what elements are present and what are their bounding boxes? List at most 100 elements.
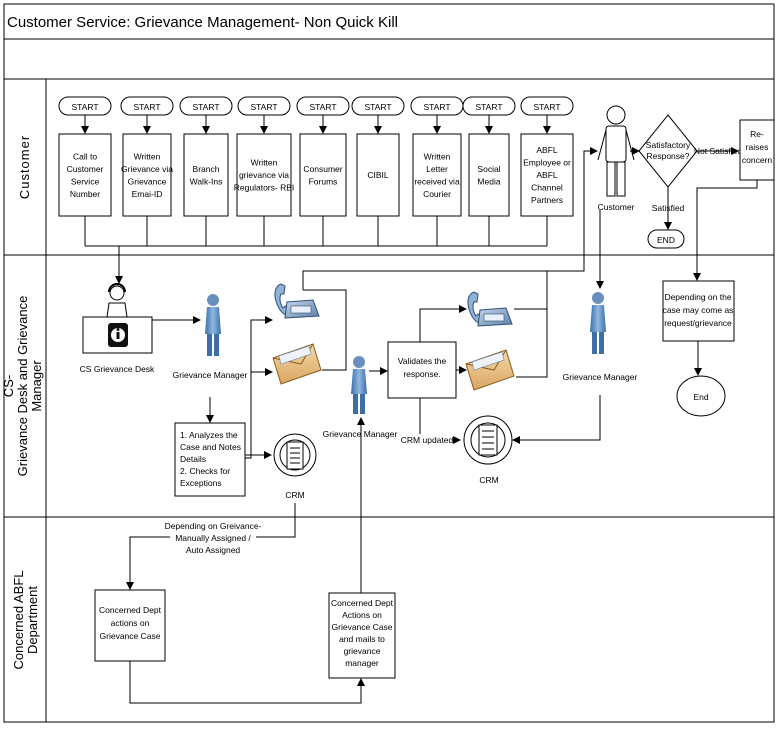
dept-action-box-1 [94,589,166,662]
channel-label-line: Channel [531,183,563,193]
assign-line2: Manually Assigned / [175,533,251,543]
mail-envelope-1-icon [272,343,322,385]
manager3-to-crm-arrow [512,395,601,444]
channel-label-line: Grievance via [121,164,173,174]
dept-action1-line2: actions on [111,618,150,628]
channel-box [412,133,462,217]
depending-case-line1: Depending on the [664,292,731,302]
channel-label-line: ABFL [536,145,558,155]
phone-to-customer-arrow [302,147,598,290]
channel-label-line: Employee or [523,158,571,168]
lane-label-cs: CS- Grievance Desk and Grievance Manager [1,296,44,477]
analyze-line1: 1. Analyzes the [180,430,238,440]
customer-label: Customer [598,202,635,212]
analyze-line4: 2. Checks for [180,466,230,476]
channel-label-line: Number [70,189,100,199]
dept-action1-line3: Grievance Case [100,631,161,641]
channel-box [299,133,347,217]
grievance-manager-1-icon [205,294,221,356]
assign-line1: Depending on Greivance- [165,521,262,531]
channel-label-line: Written [424,151,451,161]
dept1-to-dept2-arrow [129,661,365,704]
crm-updated-label: CRM updated [401,435,454,445]
start-label: START [71,102,98,112]
end-circle [676,375,726,417]
channel-label-line: Service [71,176,100,186]
channel-label-line: Forums [309,176,338,186]
analyze-line5: Exceptions [180,478,222,488]
dept-action2-line3: Grievance Case [332,622,393,632]
analyze-to-phone-arrow [245,316,273,459]
lane-label-dept: Concerned ABFL Department [11,570,40,669]
assign-line3: Auto Assigned [186,545,241,555]
dept-action2-line6: manager [345,658,379,668]
channel-box [520,133,574,217]
channel-label-line: CIBIL [367,170,389,180]
crm-database-2-icon [463,415,513,465]
channel-box [236,133,292,217]
analyze-case-box [174,422,246,497]
reraises-line1: Re- [750,129,764,139]
telephone-2-icon [467,291,513,327]
crm-database-1-icon [273,433,317,477]
customer-figure-icon [597,105,635,197]
validates-line2: response. [403,369,440,379]
analyze-line3: Details [180,454,206,464]
channel-label-line: Customer [67,164,104,174]
start-label: START [192,102,219,112]
phone2-to-customer-line [514,308,548,378]
grievance-manager-2-label: Grievance Manager [323,429,398,439]
channel-label-line: Courier [423,189,451,199]
end-terminator [647,229,685,249]
channel-label-line: Grievance [128,176,167,186]
info-kiosk-icon [108,323,128,347]
channel-label-line: Social [477,164,500,174]
end2-label: End [693,392,708,402]
lane-label-cs-line1: CS- [1,375,16,397]
analyze-line2: Case and Notes [180,442,241,452]
start-label: START [364,102,391,112]
dept-action-box-2 [328,592,396,679]
lane-label-cs-line2: Grievance Desk and Grievance [15,296,30,477]
dept-action2-line2: Actions on [342,610,382,620]
channel-box [58,133,112,217]
lane-label-cs-line3: Manager [29,360,44,412]
channel-box [356,133,400,217]
channel-label-line: received via [414,176,460,186]
start-label: START [250,102,277,112]
depending-case-line3: request/grievance [664,318,732,328]
channel-label-line: Consumer [303,164,342,174]
decision-line1: Satisfactory [646,140,691,150]
telephone-1-icon [274,283,320,319]
validates-to-crm-arrow [419,398,461,444]
grievance-manager-3-icon [590,292,606,354]
dept-action2-line1: Concerned Dept [331,598,394,608]
dept-action1-line1: Concerned Dept [99,605,162,615]
diagram-title: Customer Service: Grievance Management- … [7,14,398,31]
channel-label-line: Partners [531,195,563,205]
start-label: START [533,102,560,112]
reraises-line3: concern [742,155,773,165]
operator-headset-icon [106,283,128,318]
channel-label-line: Letter [426,164,448,174]
not-satisfied-label: Not Satisfied [694,146,742,156]
depending-case-line2: case may come as [663,305,734,315]
assign-label-backdrop [170,519,256,555]
reraises-line2: raises [746,142,769,152]
crm-updated-backdrop [400,434,452,445]
crm-2-label: CRM [479,475,498,485]
lane-label-dept-line1: Concerned ABFL [11,570,26,669]
outer-frame [3,3,775,723]
channel-6: START CIBIL [351,96,405,246]
end-label: END [657,235,675,245]
channel-label-line: ABFL [536,170,558,180]
dept-action2-line5: grievance [344,646,381,656]
